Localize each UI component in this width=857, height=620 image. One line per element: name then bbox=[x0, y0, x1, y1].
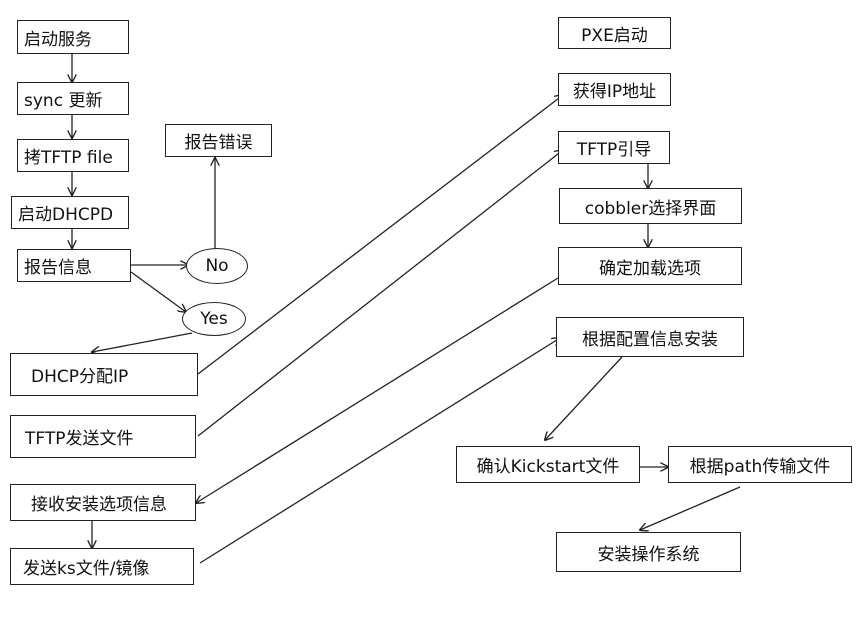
decision-yes-label: Yes bbox=[200, 309, 228, 329]
report-info-box: 报告信息 bbox=[17, 249, 131, 282]
send-ks-file-box: 发送ks文件/镜像 bbox=[10, 548, 194, 585]
receive-install-options-label: 接收安装选项信息 bbox=[31, 495, 167, 515]
cobbler-menu-label: cobbler选择界面 bbox=[584, 198, 717, 219]
start-service-box: 启动服务 bbox=[17, 20, 129, 54]
decision-no: No bbox=[186, 248, 248, 284]
get-ip-address-label: 获得IP地址 bbox=[572, 82, 657, 102]
transfer-by-path-box: 根据path传输文件 bbox=[668, 446, 852, 483]
pxe-boot-box: PXE启动 bbox=[558, 17, 671, 49]
dhcp-assign-ip-label: DHCP分配IP bbox=[31, 367, 129, 387]
install-os-box: 安装操作系统 bbox=[556, 532, 741, 572]
arrow-path-to-installos bbox=[640, 486, 741, 530]
cobbler-menu-box: cobbler选择界面 bbox=[559, 188, 742, 224]
confirm-kickstart-label: 确认Kickstart文件 bbox=[476, 457, 620, 477]
sync-update-label: sync 更新 bbox=[24, 91, 103, 111]
arrow-install-to-kickstart bbox=[545, 356, 623, 440]
report-info-label: 报告信息 bbox=[24, 258, 92, 278]
start-dhcpd-box: 启动DHCPD bbox=[11, 196, 129, 229]
sync-update-box: sync 更新 bbox=[17, 82, 129, 115]
arrow-yes-to-dhcp bbox=[92, 332, 193, 352]
pxe-boot-label: PXE启动 bbox=[581, 25, 648, 46]
dhcp-assign-ip-box: DHCP分配IP bbox=[10, 353, 198, 396]
start-service-label: 启动服务 bbox=[24, 29, 92, 50]
decision-no-label: No bbox=[205, 256, 229, 276]
copy-tftp-file-box: 拷TFTP file bbox=[17, 139, 129, 172]
arrow-tftpsend-to-tftpboot bbox=[197, 150, 563, 437]
arrow-report-to-yes bbox=[130, 271, 186, 312]
send-ks-file-label: 发送ks文件/镜像 bbox=[23, 559, 150, 579]
copy-tftp-file-label: 拷TFTP file bbox=[24, 148, 113, 168]
report-error-box: 报告错误 bbox=[165, 124, 272, 157]
tftp-boot-label: TFTP引导 bbox=[576, 140, 652, 160]
start-dhcpd-label: 启动DHCPD bbox=[18, 205, 114, 225]
install-by-config-box: 根据配置信息安装 bbox=[556, 317, 744, 357]
tftp-send-file-label: TFTP发送文件 bbox=[25, 429, 134, 449]
confirm-load-option-box: 确定加载选项 bbox=[558, 247, 742, 285]
arrow-send-to-install bbox=[199, 338, 560, 564]
report-error-label: 报告错误 bbox=[184, 133, 253, 153]
install-os-label: 安装操作系统 bbox=[597, 544, 700, 565]
tftp-boot-box: TFTP引导 bbox=[558, 131, 670, 164]
arrow-dhcp-to-getip bbox=[197, 95, 563, 375]
confirm-load-option-label: 确定加载选项 bbox=[599, 258, 701, 279]
confirm-kickstart-box: 确认Kickstart文件 bbox=[456, 446, 640, 483]
transfer-by-path-label: 根据path传输文件 bbox=[689, 457, 831, 477]
tftp-send-file-box: TFTP发送文件 bbox=[10, 415, 196, 458]
install-by-config-label: 根据配置信息安装 bbox=[582, 329, 718, 350]
get-ip-address-box: 获得IP地址 bbox=[558, 73, 671, 106]
decision-yes: Yes bbox=[182, 302, 246, 336]
receive-install-options-box: 接收安装选项信息 bbox=[10, 484, 196, 521]
arrow-confirm-to-receive bbox=[196, 277, 559, 503]
